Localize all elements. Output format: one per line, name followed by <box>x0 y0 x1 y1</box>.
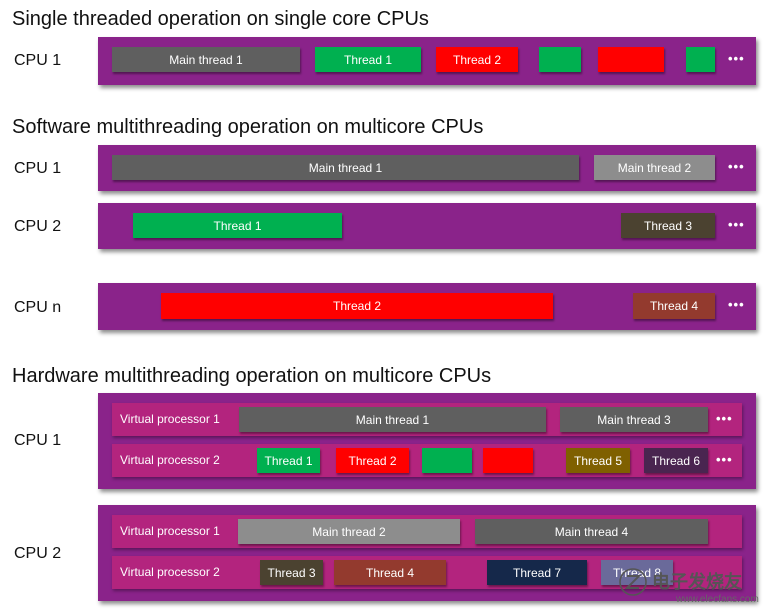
thread-block-1: Thread 1 <box>133 213 342 238</box>
thread-block-green <box>539 47 581 72</box>
virtual-processor-label: Virtual processor 1 <box>120 412 220 426</box>
cpu-label: CPU 1 <box>14 52 62 69</box>
more-ellipsis-icon: ••• <box>728 51 745 66</box>
thread-block-main-1: Main thread 1 <box>112 47 300 72</box>
cpu-track: Virtual processor 1 Main thread 1 Main t… <box>98 393 756 489</box>
cpu-track: Main thread 1 Main thread 2 ••• <box>98 145 756 191</box>
cpu-track: Thread 2 Thread 4 ••• <box>98 283 756 330</box>
watermark-url: www.elecfans.com <box>676 594 759 605</box>
more-ellipsis-icon: ••• <box>728 159 745 174</box>
thread-block-5: Thread 5 <box>566 448 630 473</box>
thread-block-1: Thread 1 <box>315 47 421 72</box>
thread-block-2: Thread 2 <box>161 293 553 319</box>
cpu-label: CPU n <box>14 299 62 316</box>
section-title-software-multithreading: Software multithreading operation on mul… <box>12 116 484 138</box>
more-ellipsis-icon: ••• <box>716 452 733 467</box>
thread-block-main-3: Main thread 3 <box>560 407 708 432</box>
virtual-processor-row: Virtual processor 1 Main thread 1 Main t… <box>112 403 742 436</box>
cpu-track: Thread 1 Thread 3 ••• <box>98 203 756 249</box>
section-title-hardware-multithreading: Hardware multithreading operation on mul… <box>12 365 492 387</box>
thread-block-red <box>483 448 533 473</box>
cpu-track: Main thread 1 Thread 1 Thread 2 ••• <box>98 37 756 85</box>
thread-block-main-2: Main thread 2 <box>594 155 715 180</box>
virtual-processor-label: Virtual processor 2 <box>120 453 220 467</box>
virtual-processor-row: Virtual processor 1 Main thread 2 Main t… <box>112 515 742 548</box>
virtual-processor-row: Virtual processor 2 Thread 1 Thread 2 Th… <box>112 444 742 477</box>
watermark-logo-text: 电子发烧友 <box>652 572 742 593</box>
thread-block-2: Thread 2 <box>336 448 409 473</box>
section-title-single-core: Single threaded operation on single core… <box>12 8 429 30</box>
thread-block-green <box>422 448 472 473</box>
cpu-label: CPU 2 <box>14 545 62 562</box>
thread-block-7: Thread 7 <box>487 560 587 585</box>
thread-block-6: Thread 6 <box>644 448 708 473</box>
more-ellipsis-icon: ••• <box>728 217 745 232</box>
thread-block-green-small <box>686 47 715 72</box>
virtual-processor-label: Virtual processor 1 <box>120 524 220 538</box>
thread-block-3: Thread 3 <box>260 560 323 585</box>
more-ellipsis-icon: ••• <box>728 297 745 312</box>
more-ellipsis-icon: ••• <box>716 411 733 426</box>
thread-block-main-1: Main thread 1 <box>112 155 579 180</box>
thread-block-2: Thread 2 <box>436 47 518 72</box>
virtual-processor-row: Virtual processor 2 Thread 3 Thread 4 Th… <box>112 556 742 589</box>
thread-block-main-4: Main thread 4 <box>475 519 708 544</box>
cpu-track: Virtual processor 1 Main thread 2 Main t… <box>98 505 756 601</box>
elecfans-logo-icon <box>619 568 647 596</box>
thread-block-main-1: Main thread 1 <box>239 407 546 432</box>
virtual-processor-label: Virtual processor 2 <box>120 565 220 579</box>
thread-block-4: Thread 4 <box>334 560 446 585</box>
thread-block-8: Thread 8 <box>601 560 673 585</box>
thread-block-3: Thread 3 <box>621 213 715 238</box>
thread-block-main-2: Main thread 2 <box>238 519 460 544</box>
cpu-label: CPU 1 <box>14 432 62 449</box>
cpu-label: CPU 1 <box>14 160 62 177</box>
thread-block-1: Thread 1 <box>257 448 320 473</box>
thread-block-4: Thread 4 <box>633 293 715 319</box>
cpu-label: CPU 2 <box>14 218 62 235</box>
thread-block-red <box>598 47 664 72</box>
watermark: 电子发烧友 www.elecfans.com <box>618 565 764 609</box>
